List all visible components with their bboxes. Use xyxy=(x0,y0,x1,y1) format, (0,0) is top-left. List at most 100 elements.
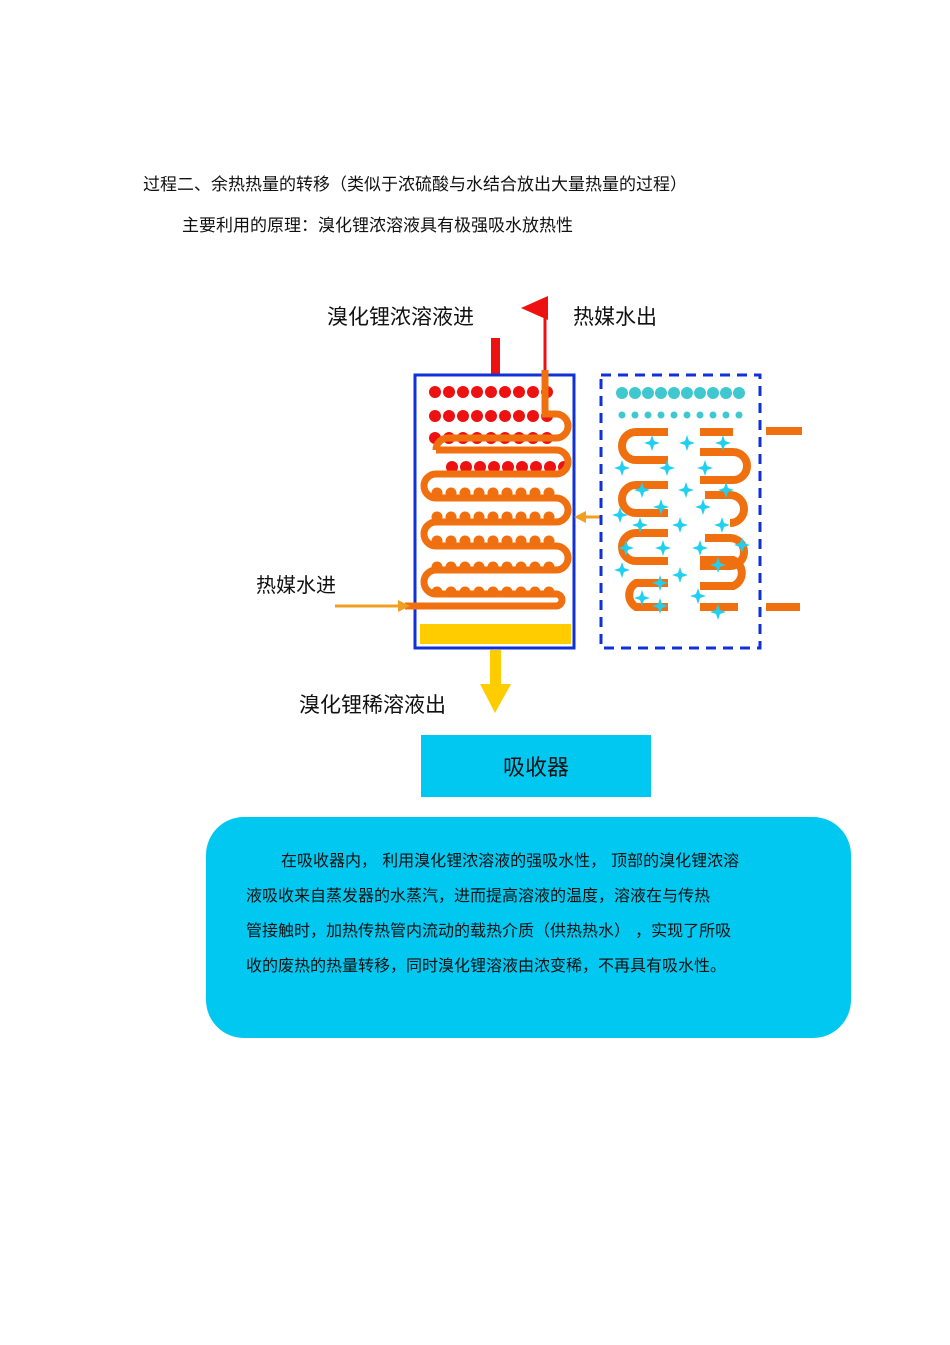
orange-droplet xyxy=(473,586,485,598)
vapor-star xyxy=(652,598,668,614)
vapor-star xyxy=(679,435,695,451)
absorber-label-box: 吸收器 xyxy=(421,735,651,797)
evaporator-coil-left xyxy=(618,428,668,611)
red-droplet xyxy=(488,461,500,473)
label-heat-water-out: 热媒水出 xyxy=(573,305,657,329)
vapor-star xyxy=(632,517,648,533)
orange-droplet xyxy=(501,535,513,547)
red-droplet xyxy=(513,386,525,398)
orange-droplet xyxy=(445,535,457,547)
vapor-transfer-arrowhead xyxy=(574,511,586,523)
orange-droplet xyxy=(515,535,527,547)
vapor-star xyxy=(618,540,634,556)
vapor-star xyxy=(714,517,730,533)
cyan-droplet xyxy=(618,411,626,419)
cyan-droplet xyxy=(655,387,667,399)
red-droplet xyxy=(429,410,441,422)
absorber-heat-tube xyxy=(405,446,572,610)
cyan-droplet xyxy=(670,411,678,419)
dilute-solution-layer xyxy=(420,624,571,644)
label-dilute-out: 溴化锂稀溶液出 xyxy=(299,693,446,717)
cyan-droplet xyxy=(709,411,717,419)
cyan-droplet xyxy=(681,387,693,399)
orange-droplet xyxy=(459,561,471,573)
orange-droplet xyxy=(487,586,499,598)
red-droplet xyxy=(516,461,528,473)
red-droplet xyxy=(446,461,458,473)
red-droplet xyxy=(499,386,511,398)
cyan-droplet xyxy=(722,411,730,419)
orange-droplet xyxy=(473,487,485,499)
orange-droplet xyxy=(445,586,457,598)
absorber-tube-riser xyxy=(432,370,572,451)
red-droplet xyxy=(530,461,542,473)
cyan-droplet xyxy=(683,411,691,419)
vapor-star xyxy=(695,499,711,515)
vapor-star xyxy=(652,575,668,591)
cyan-droplet xyxy=(644,411,652,419)
orange-droplet xyxy=(431,487,443,499)
orange-droplet xyxy=(529,561,541,573)
vapor-star xyxy=(715,435,731,451)
red-droplet xyxy=(443,410,455,422)
cyan-droplet xyxy=(735,411,743,419)
heat-water-in-arrowhead xyxy=(398,600,410,612)
description-box: 在吸收器内， 利用溴化锂浓溶液的强吸水性， 顶部的溴化锂浓溶 液吸收来自蒸发器的… xyxy=(206,817,851,1038)
vapor-star xyxy=(678,482,694,498)
red-droplet xyxy=(429,386,441,398)
orange-droplet xyxy=(543,561,555,573)
vapor-star xyxy=(653,499,669,515)
cyan-droplet xyxy=(696,411,704,419)
vapor-star xyxy=(644,435,660,451)
vapor-star xyxy=(614,460,630,476)
orange-droplet xyxy=(515,586,527,598)
orange-droplet xyxy=(459,511,471,523)
cyan-droplet xyxy=(642,387,654,399)
orange-droplet xyxy=(431,511,443,523)
red-droplet xyxy=(502,461,514,473)
vapor-star xyxy=(614,562,630,578)
vapor-star xyxy=(659,460,675,476)
vapor-star xyxy=(655,540,671,556)
orange-droplet xyxy=(487,561,499,573)
dilute-outlet-shaft xyxy=(490,650,501,684)
orange-droplet xyxy=(487,487,499,499)
red-droplet xyxy=(443,386,455,398)
cyan-droplet xyxy=(733,387,745,399)
orange-droplet xyxy=(515,487,527,499)
description-line-3: 管接触时，加热传热管内流动的载热介质（供热热水） ，实现了所吸 xyxy=(246,921,732,940)
orange-droplet xyxy=(445,561,457,573)
section-heading: 过程二、余热热量的转移（类似于浓硫酸与水结合放出大量热量的过程） xyxy=(143,175,687,195)
vapor-star xyxy=(672,567,688,583)
orange-droplet xyxy=(501,487,513,499)
vapor-stars xyxy=(612,435,750,620)
orange-droplet xyxy=(529,487,541,499)
orange-droplet xyxy=(501,586,513,598)
red-droplet xyxy=(499,410,511,422)
cyan-droplet xyxy=(631,411,639,419)
orange-droplet xyxy=(501,511,513,523)
red-droplet xyxy=(457,386,469,398)
vapor-star xyxy=(690,588,706,604)
orange-droplet xyxy=(445,511,457,523)
orange-droplet xyxy=(543,586,555,598)
orange-droplet xyxy=(473,511,485,523)
absorber-label: 吸收器 xyxy=(502,756,569,781)
vapor-star xyxy=(692,540,708,556)
red-droplet xyxy=(485,386,497,398)
orange-droplet xyxy=(529,535,541,547)
cyan-droplet xyxy=(668,387,680,399)
evaporator-coil-right xyxy=(700,428,751,611)
cyan-droplet xyxy=(720,387,732,399)
orange-droplet xyxy=(501,561,513,573)
orange-droplet xyxy=(445,487,457,499)
orange-droplet xyxy=(543,535,555,547)
cyan-droplet xyxy=(616,387,628,399)
red-droplet xyxy=(527,386,539,398)
label-heat-water-in: 热媒水进 xyxy=(256,573,336,597)
orange-droplet xyxy=(515,511,527,523)
red-droplet xyxy=(544,461,556,473)
vapor-star xyxy=(612,507,628,523)
cyan-droplet xyxy=(694,387,706,399)
vapor-star xyxy=(634,482,650,498)
